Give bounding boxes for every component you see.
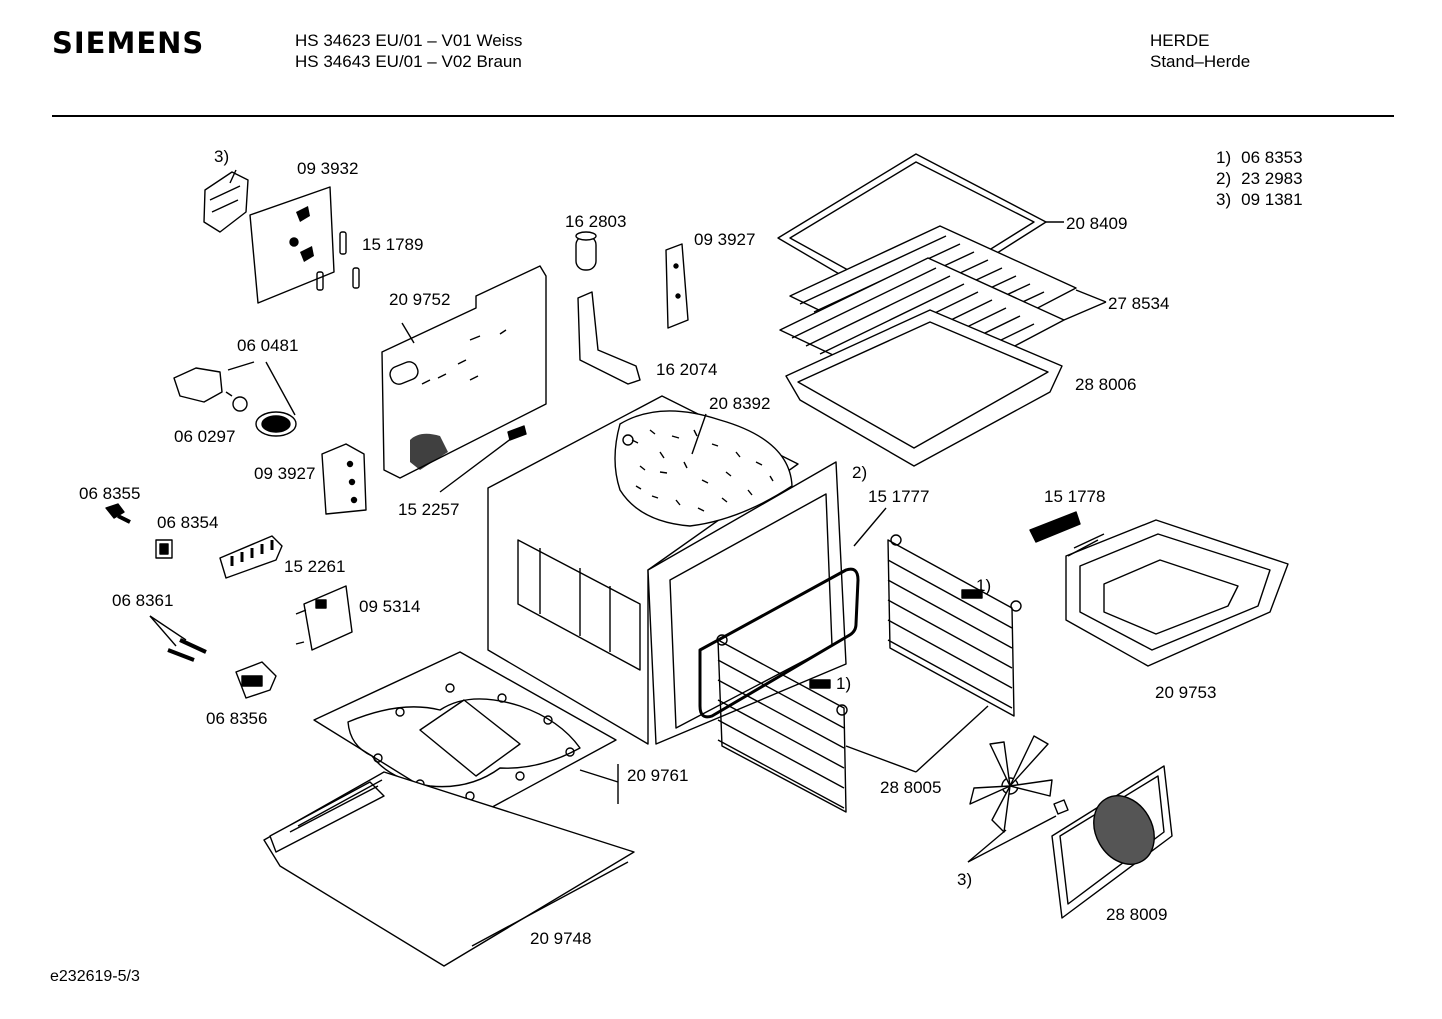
vertical-bracket-part (665, 243, 689, 329)
footnote-marker: 1) (836, 674, 851, 693)
bottom-plate-part (263, 771, 635, 967)
part-label: 15 1789 (362, 235, 423, 254)
category-line-2: Stand–Herde (1150, 52, 1251, 71)
leader-line (845, 745, 917, 773)
part-label: 06 8354 (157, 513, 218, 532)
part-label: 20 9752 (389, 290, 450, 309)
fan-cover-part (1051, 765, 1173, 919)
leader-line (265, 361, 296, 416)
bottom-heater-part (313, 651, 617, 819)
leader-line (915, 705, 989, 773)
model-line-2: HS 34643 EU/01 – V02 Braun (295, 52, 522, 71)
leader-line (967, 815, 1057, 863)
part-label: 16 2074 (656, 360, 717, 379)
part-label: 15 1777 (868, 487, 929, 506)
part-label: 20 8392 (709, 394, 770, 413)
terminal-block-part (219, 535, 283, 579)
part-label: 15 2257 (398, 500, 459, 519)
footnote-key: 1) (1216, 148, 1232, 167)
switch-holder-part (235, 661, 277, 699)
oven-lamp-part (173, 367, 297, 437)
leader-line (149, 615, 187, 641)
leader-line (401, 322, 415, 344)
leader-line (691, 413, 707, 455)
oven-muffle-part (487, 395, 847, 745)
part-label: 09 3932 (297, 159, 358, 178)
category: HERDE Stand–Herde (1150, 30, 1250, 72)
screws-pair-part (167, 638, 207, 662)
part-label: 06 0481 (237, 336, 298, 355)
header-divider (52, 115, 1394, 117)
part-label: 20 9748 (530, 929, 591, 948)
part-label: 28 8005 (880, 778, 941, 797)
door-seal-part (698, 567, 860, 719)
footnote-row: 3) 09 1381 (1216, 189, 1303, 210)
part-label: 28 8006 (1075, 375, 1136, 394)
footnote-legend: 1) 06 8353 2) 23 2983 3) 09 1381 (1216, 147, 1303, 210)
part-label: 15 2261 (284, 557, 345, 576)
footnote-key: 2) (1216, 169, 1232, 188)
part-label: 09 5314 (359, 597, 420, 616)
angle-bracket-part (577, 291, 641, 385)
part-label: 20 8409 (1066, 214, 1127, 233)
cable-clip-part (507, 425, 527, 441)
part-label: 15 1778 (1044, 487, 1105, 506)
hinge-bracket-part (321, 443, 367, 515)
part-label: 20 9753 (1155, 683, 1216, 702)
fan-wheel-part (969, 735, 1053, 833)
leader-line (967, 829, 1007, 863)
side-rack-part (716, 634, 848, 813)
model-list: HS 34623 EU/01 – V01 Weiss HS 34643 EU/0… (295, 30, 522, 72)
leader-line (439, 437, 513, 493)
brand-logo: SIEMENS (52, 26, 205, 60)
part-label: 06 8355 (79, 484, 140, 503)
grill-element-part (1029, 511, 1289, 667)
category-line-1: HERDE (1150, 31, 1210, 50)
leader-line (227, 361, 255, 371)
footnote-part: 09 1381 (1241, 190, 1303, 209)
footnote-marker: 2) (852, 463, 867, 482)
electronic-module-part (295, 585, 353, 651)
leader-line (1063, 301, 1107, 321)
leader-line (579, 769, 619, 783)
drawing-id: e232619-5/3 (50, 968, 140, 985)
drip-pan-part (785, 309, 1063, 467)
footnote-key: 3) (1216, 190, 1232, 209)
rear-panel-part (381, 265, 547, 479)
cylinder-part (575, 231, 597, 271)
model-line-1: HS 34623 EU/01 – V01 Weiss (295, 31, 523, 50)
leader-line (853, 507, 887, 547)
part-label: 27 8534 (1108, 294, 1169, 313)
screw-part (105, 503, 131, 524)
footnote-part: 06 8353 (1241, 148, 1303, 167)
part-label: 28 8009 (1106, 905, 1167, 924)
part-label: 06 0297 (174, 427, 235, 446)
footnote-marker: 1) (976, 576, 991, 595)
footnote-marker: 3) (957, 870, 972, 889)
part-label: 09 3927 (254, 464, 315, 483)
fan-nut-part (1053, 799, 1069, 815)
leader-line (229, 169, 237, 184)
leader-line (149, 615, 177, 647)
part-label: 16 2803 (565, 212, 626, 231)
side-rack-part (887, 534, 1022, 717)
part-label: 09 3927 (694, 230, 755, 249)
leader-line (1075, 289, 1107, 303)
footnote-part: 23 2983 (1241, 169, 1303, 188)
footnote-marker: 3) (214, 147, 229, 166)
clamp-part (155, 539, 173, 559)
part-label: 06 8356 (206, 709, 267, 728)
footnote-row: 1) 06 8353 (1216, 147, 1303, 168)
switch-assembly-part (203, 171, 360, 304)
part-label: 06 8361 (112, 591, 173, 610)
part-label: 20 9761 (627, 766, 688, 785)
footnote-row: 2) 23 2983 (1216, 168, 1303, 189)
